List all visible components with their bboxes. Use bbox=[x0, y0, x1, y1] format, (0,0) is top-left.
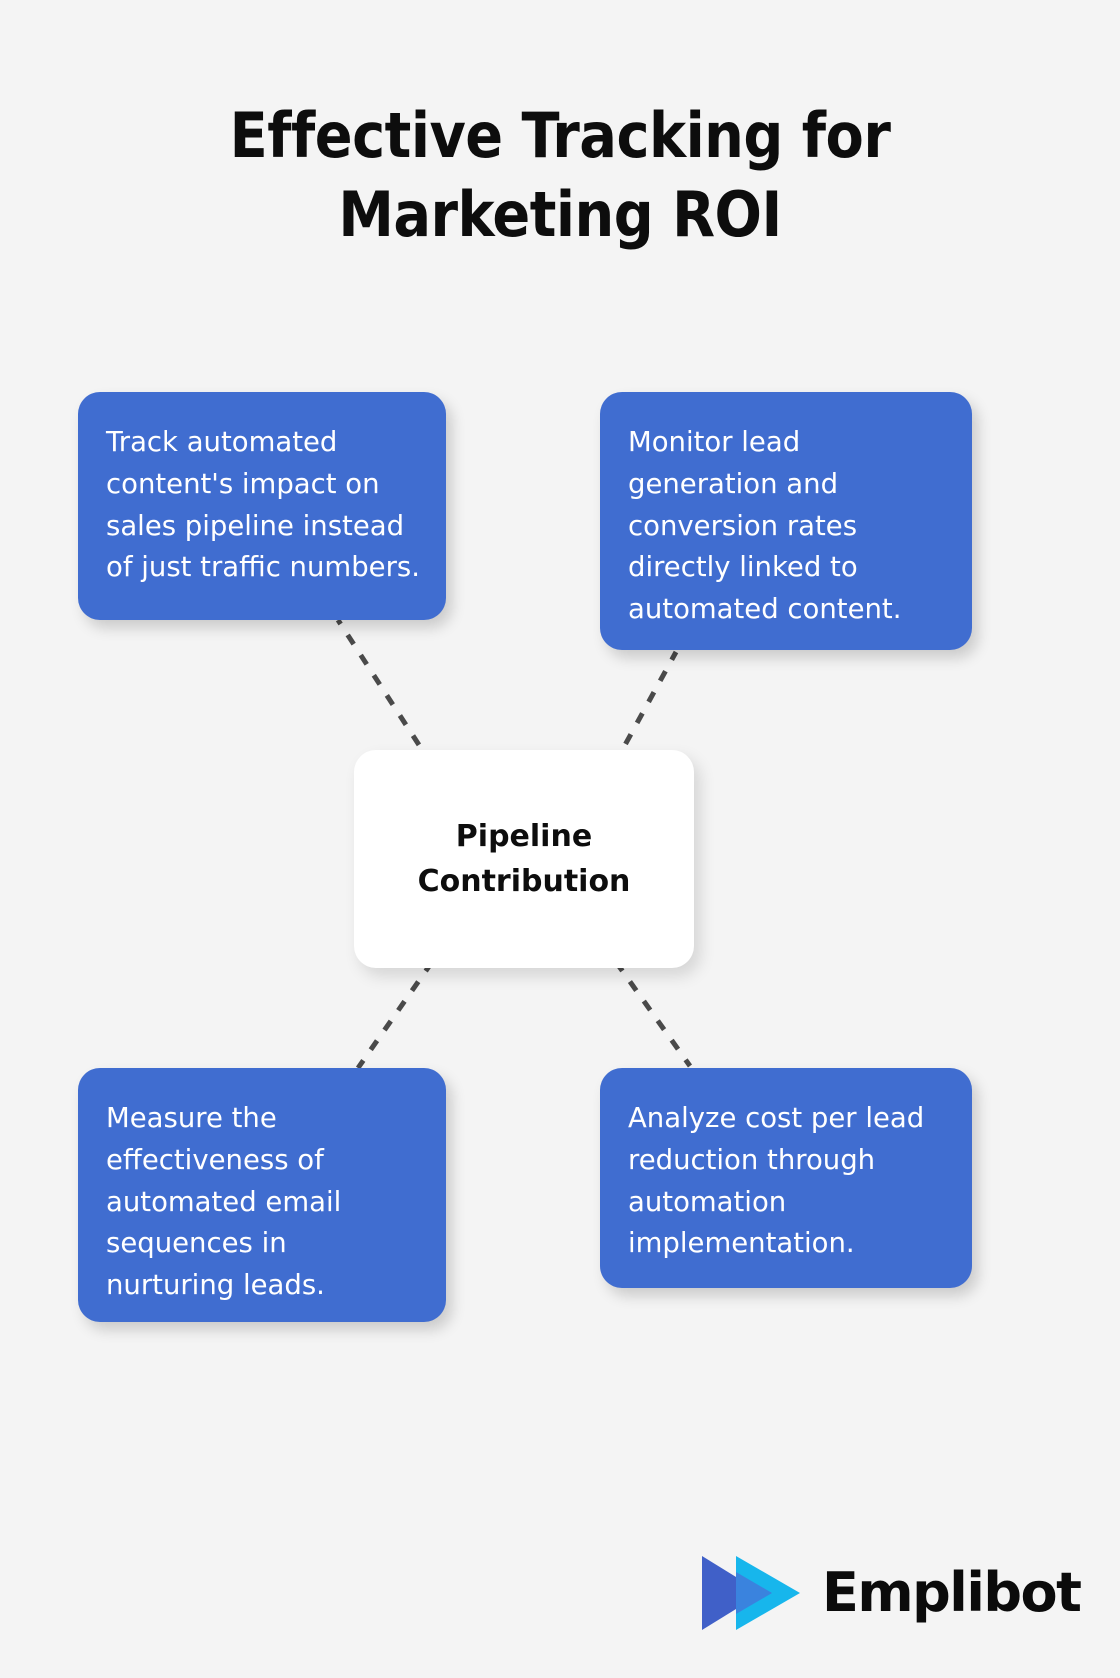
insight-card-bottom-right-text: Analyze cost per lead reduction through … bbox=[628, 1102, 925, 1260]
center-node-label: Pipeline Contribution bbox=[417, 819, 631, 899]
connector-center-to-top-left bbox=[335, 618, 435, 767]
connector-center-to-bottom-left bbox=[355, 960, 435, 1070]
insight-card-top-left[interactable]: Track automated content's impact on sale… bbox=[78, 392, 446, 620]
brand-logo: Emplibot bbox=[700, 1545, 1082, 1641]
brand-wordmark: Emplibot bbox=[822, 1561, 1082, 1624]
insight-card-top-left-text: Track automated content's impact on sale… bbox=[106, 426, 420, 584]
insight-card-top-right-text: Monitor lead generation and conversion r… bbox=[628, 426, 902, 626]
insight-card-top-right[interactable]: Monitor lead generation and conversion r… bbox=[600, 392, 972, 650]
connector-center-to-top-right bbox=[611, 650, 679, 767]
play-triangle-icon bbox=[702, 1556, 800, 1630]
connector-center-to-bottom-right bbox=[613, 960, 693, 1068]
insight-card-bottom-right[interactable]: Analyze cost per lead reduction through … bbox=[600, 1068, 972, 1288]
page-title: Effective Tracking for Marketing ROI bbox=[229, 99, 891, 252]
insight-card-bottom-left-text: Measure the effectiveness of automated e… bbox=[106, 1102, 342, 1302]
insight-card-bottom-left[interactable]: Measure the effectiveness of automated e… bbox=[78, 1068, 446, 1322]
center-node-pipeline-contribution[interactable]: Pipeline Contribution bbox=[354, 750, 694, 968]
